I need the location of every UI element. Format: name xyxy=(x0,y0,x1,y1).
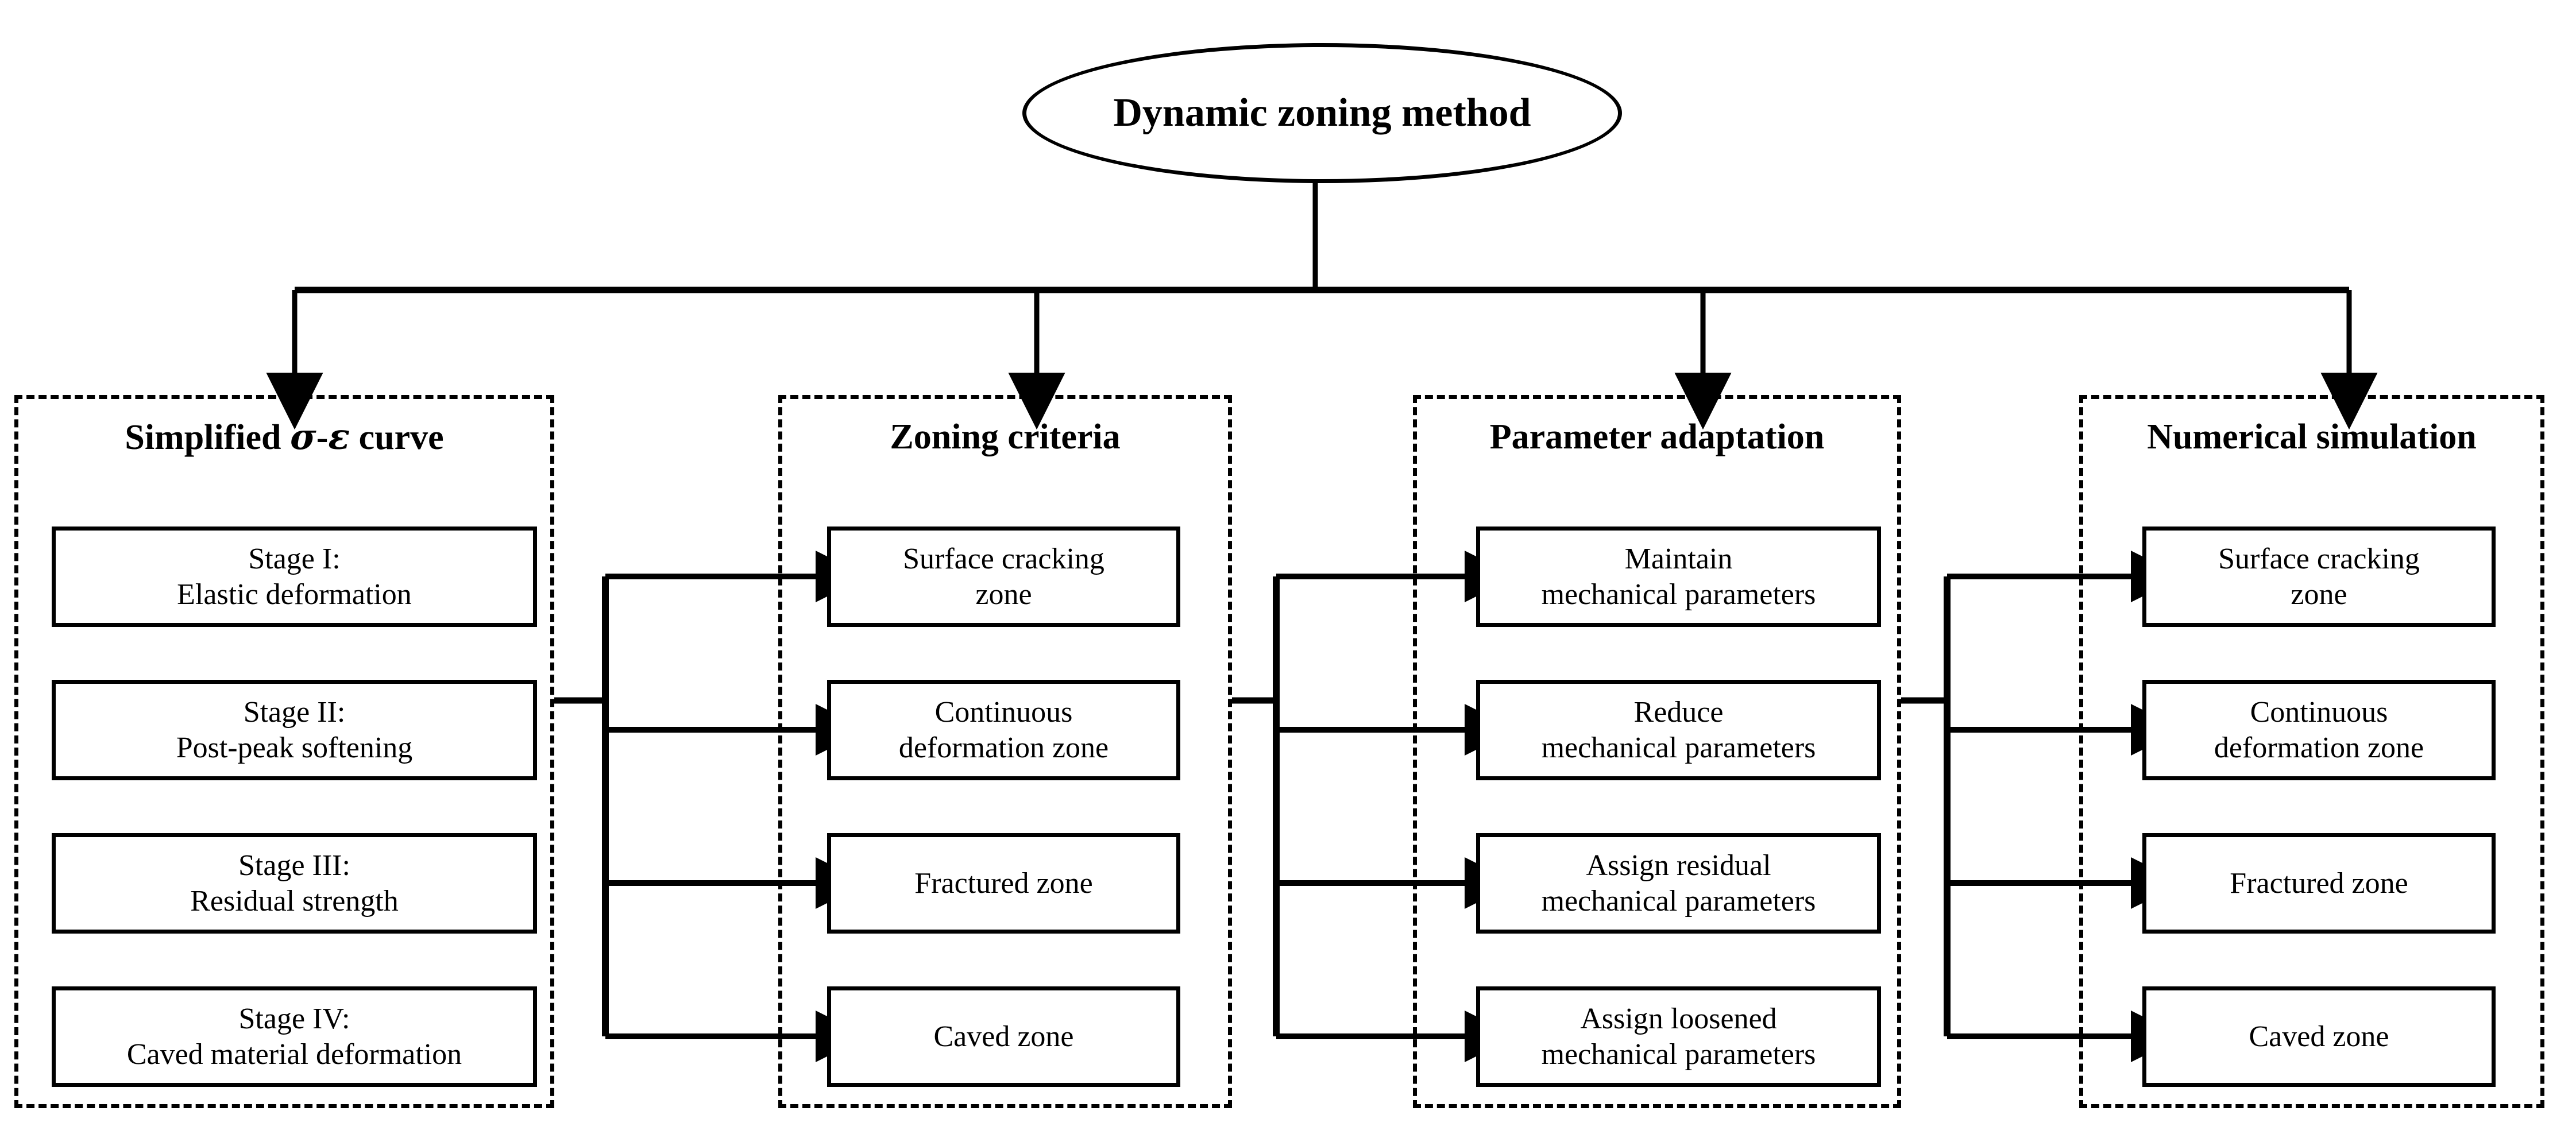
node-sim-continuous-deformation[interactable]: Continuous deformation zone xyxy=(2142,680,2496,780)
title-post: curve xyxy=(350,418,444,457)
node-line-1: Fractured zone xyxy=(2230,866,2408,900)
connector-bus-2 xyxy=(1232,551,1516,1062)
node-param-maintain[interactable]: Maintain mechanical parameters xyxy=(1476,527,1881,627)
connector-bus-3 xyxy=(1901,551,2183,1062)
node-line-1: Continuous xyxy=(2250,696,2388,729)
node-line-1: Assign residual xyxy=(1586,849,1771,882)
node-line-1: Surface cracking xyxy=(2218,543,2420,576)
node-line-1: Continuous xyxy=(934,696,1073,729)
node-line-1: Maintain xyxy=(1624,543,1733,576)
node-line-1: Stage I: xyxy=(248,543,341,576)
node-param-assign-loosened[interactable]: Assign loosened mechanical parameters xyxy=(1476,986,1881,1087)
panel-title-parameter-adaptation: Parameter adaptation xyxy=(1489,417,1825,456)
node-line-1: Caved zone xyxy=(2249,1020,2389,1053)
root-fanout-connector xyxy=(266,175,2378,430)
node-sim-caved[interactable]: Caved zone xyxy=(2142,986,2496,1087)
node-line-2: deformation zone xyxy=(898,731,1109,764)
node-line-2: deformation zone xyxy=(2214,731,2424,764)
node-line-2: mechanical parameters xyxy=(1541,884,1816,918)
node-line-2: Caved material deformation xyxy=(126,1038,462,1071)
panel-title-zoning-criteria: Zoning criteria xyxy=(890,417,1121,456)
node-line-1: Surface cracking xyxy=(903,543,1104,576)
node-line-1: Reduce xyxy=(1633,696,1724,729)
node-line-1: Stage II: xyxy=(243,696,346,729)
panel-simplified-curve xyxy=(14,395,554,1108)
node-line-2: Post-peak softening xyxy=(176,731,413,764)
root-node-label: Dynamic zoning method xyxy=(1113,91,1531,135)
node-sim-surface-cracking[interactable]: Surface cracking zone xyxy=(2142,527,2496,627)
connector-bus-1 xyxy=(554,551,867,1062)
node-stage-3[interactable]: Stage III: Residual strength xyxy=(52,833,537,934)
node-param-reduce[interactable]: Reduce mechanical parameters xyxy=(1476,680,1881,780)
node-line-2: mechanical parameters xyxy=(1541,731,1816,764)
panel-title-simplified-curve: Simplified σ-ε curve xyxy=(14,416,554,458)
node-line-1: Stage III: xyxy=(238,849,350,882)
node-zone-caved[interactable]: Caved zone xyxy=(827,986,1180,1087)
panel-zoning-criteria xyxy=(778,395,1232,1108)
node-line-1: Fractured zone xyxy=(914,866,1093,900)
panel-numerical-simulation xyxy=(2079,395,2544,1108)
epsilon-symbol: ε xyxy=(328,416,350,458)
node-line-1: Assign loosened xyxy=(1580,1002,1777,1036)
node-sim-fractured[interactable]: Fractured zone xyxy=(2142,833,2496,934)
root-node-dynamic-zoning-method[interactable]: Dynamic zoning method xyxy=(1022,43,1622,183)
title-pre: Simplified xyxy=(125,418,291,457)
node-zone-surface-cracking[interactable]: Surface cracking zone xyxy=(827,527,1180,627)
node-line-2: zone xyxy=(975,578,1032,611)
sigma-symbol: σ xyxy=(290,416,316,458)
node-stage-2[interactable]: Stage II: Post-peak softening xyxy=(52,680,537,780)
node-line-1: Caved zone xyxy=(933,1020,1074,1053)
node-zone-fractured[interactable]: Fractured zone xyxy=(827,833,1180,934)
node-line-2: mechanical parameters xyxy=(1541,1038,1816,1071)
node-line-2: mechanical parameters xyxy=(1541,578,1816,611)
node-stage-1[interactable]: Stage I: Elastic deformation xyxy=(52,527,537,627)
node-line-1: Stage IV: xyxy=(238,1002,350,1036)
node-line-2: Residual strength xyxy=(190,884,399,918)
node-stage-4[interactable]: Stage IV: Caved material deformation xyxy=(52,986,537,1087)
node-param-assign-residual[interactable]: Assign residual mechanical parameters xyxy=(1476,833,1881,934)
node-line-2: zone xyxy=(2291,578,2347,611)
title-dash: - xyxy=(316,418,329,457)
panel-title-numerical-simulation: Numerical simulation xyxy=(2147,417,2477,456)
panel-parameter-adaptation xyxy=(1413,395,1901,1108)
node-zone-continuous-deformation[interactable]: Continuous deformation zone xyxy=(827,680,1180,780)
node-line-2: Elastic deformation xyxy=(177,578,412,611)
